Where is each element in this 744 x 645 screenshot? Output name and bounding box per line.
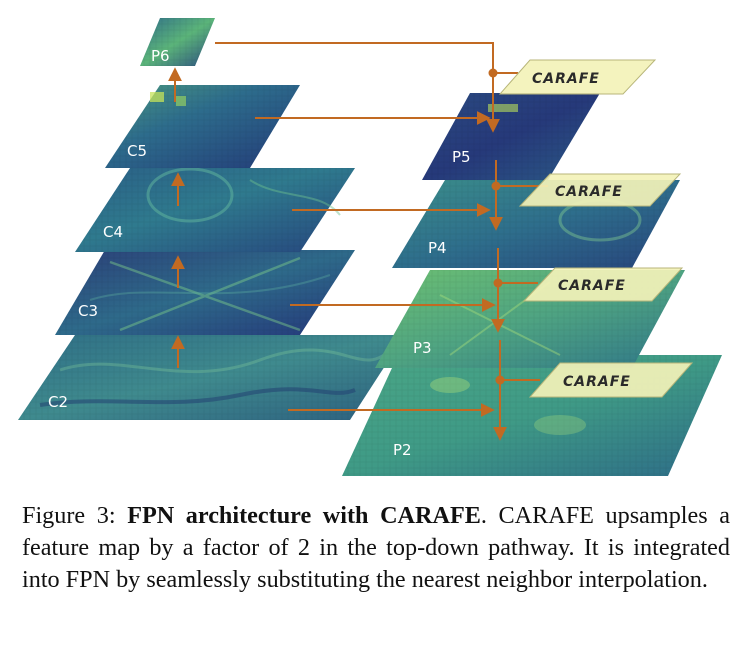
junction-dot <box>488 68 498 78</box>
label-p3: P3 <box>413 339 432 357</box>
carafe-label: CARAFE <box>532 71 600 87</box>
label-p6: P6 <box>151 47 170 65</box>
fpn-carafe-diagram: C2 C3 C4 C5 P6 P2 P3 P4 P5 <box>18 18 722 476</box>
caption-prefix: Figure 3: <box>22 502 128 529</box>
label-p4: P4 <box>428 239 447 257</box>
label-p5: P5 <box>452 148 471 166</box>
caption-body: . CARAFE upsamples a feature map by a fa… <box>22 502 730 593</box>
label-c5: C5 <box>127 142 147 160</box>
figure-caption: Figure 3: FPN architecture with CARAFE. … <box>22 500 730 596</box>
map-c4 <box>75 167 355 252</box>
bottom-up-arrows <box>168 67 185 368</box>
carafe-label: CARAFE <box>563 374 631 390</box>
label-c4: C4 <box>103 223 123 241</box>
junction-dot <box>495 375 505 385</box>
arrow-p6-p5 <box>215 42 500 133</box>
carafe-box-3: CARAFE <box>522 267 684 302</box>
lateral-arrows <box>215 42 500 417</box>
map-p5 <box>422 93 600 180</box>
carafe-box-2: CARAFE <box>518 173 682 207</box>
map-c3 <box>55 250 355 335</box>
label-p2: P2 <box>393 441 412 459</box>
carafe-label: CARAFE <box>558 278 626 294</box>
caption-title: FPN architecture with CARAFE <box>127 502 481 529</box>
junction-dot <box>491 181 501 191</box>
map-c5 <box>105 85 300 168</box>
carafe-label: CARAFE <box>555 184 623 200</box>
map-p6 <box>140 18 215 66</box>
carafe-box-4: CARAFE <box>528 362 694 398</box>
carafe-box-1: CARAFE <box>498 59 657 95</box>
label-c3: C3 <box>78 302 98 320</box>
label-c2: C2 <box>48 393 68 411</box>
junction-dots <box>488 68 505 385</box>
junction-dot <box>493 278 503 288</box>
map-c2 <box>18 335 405 420</box>
